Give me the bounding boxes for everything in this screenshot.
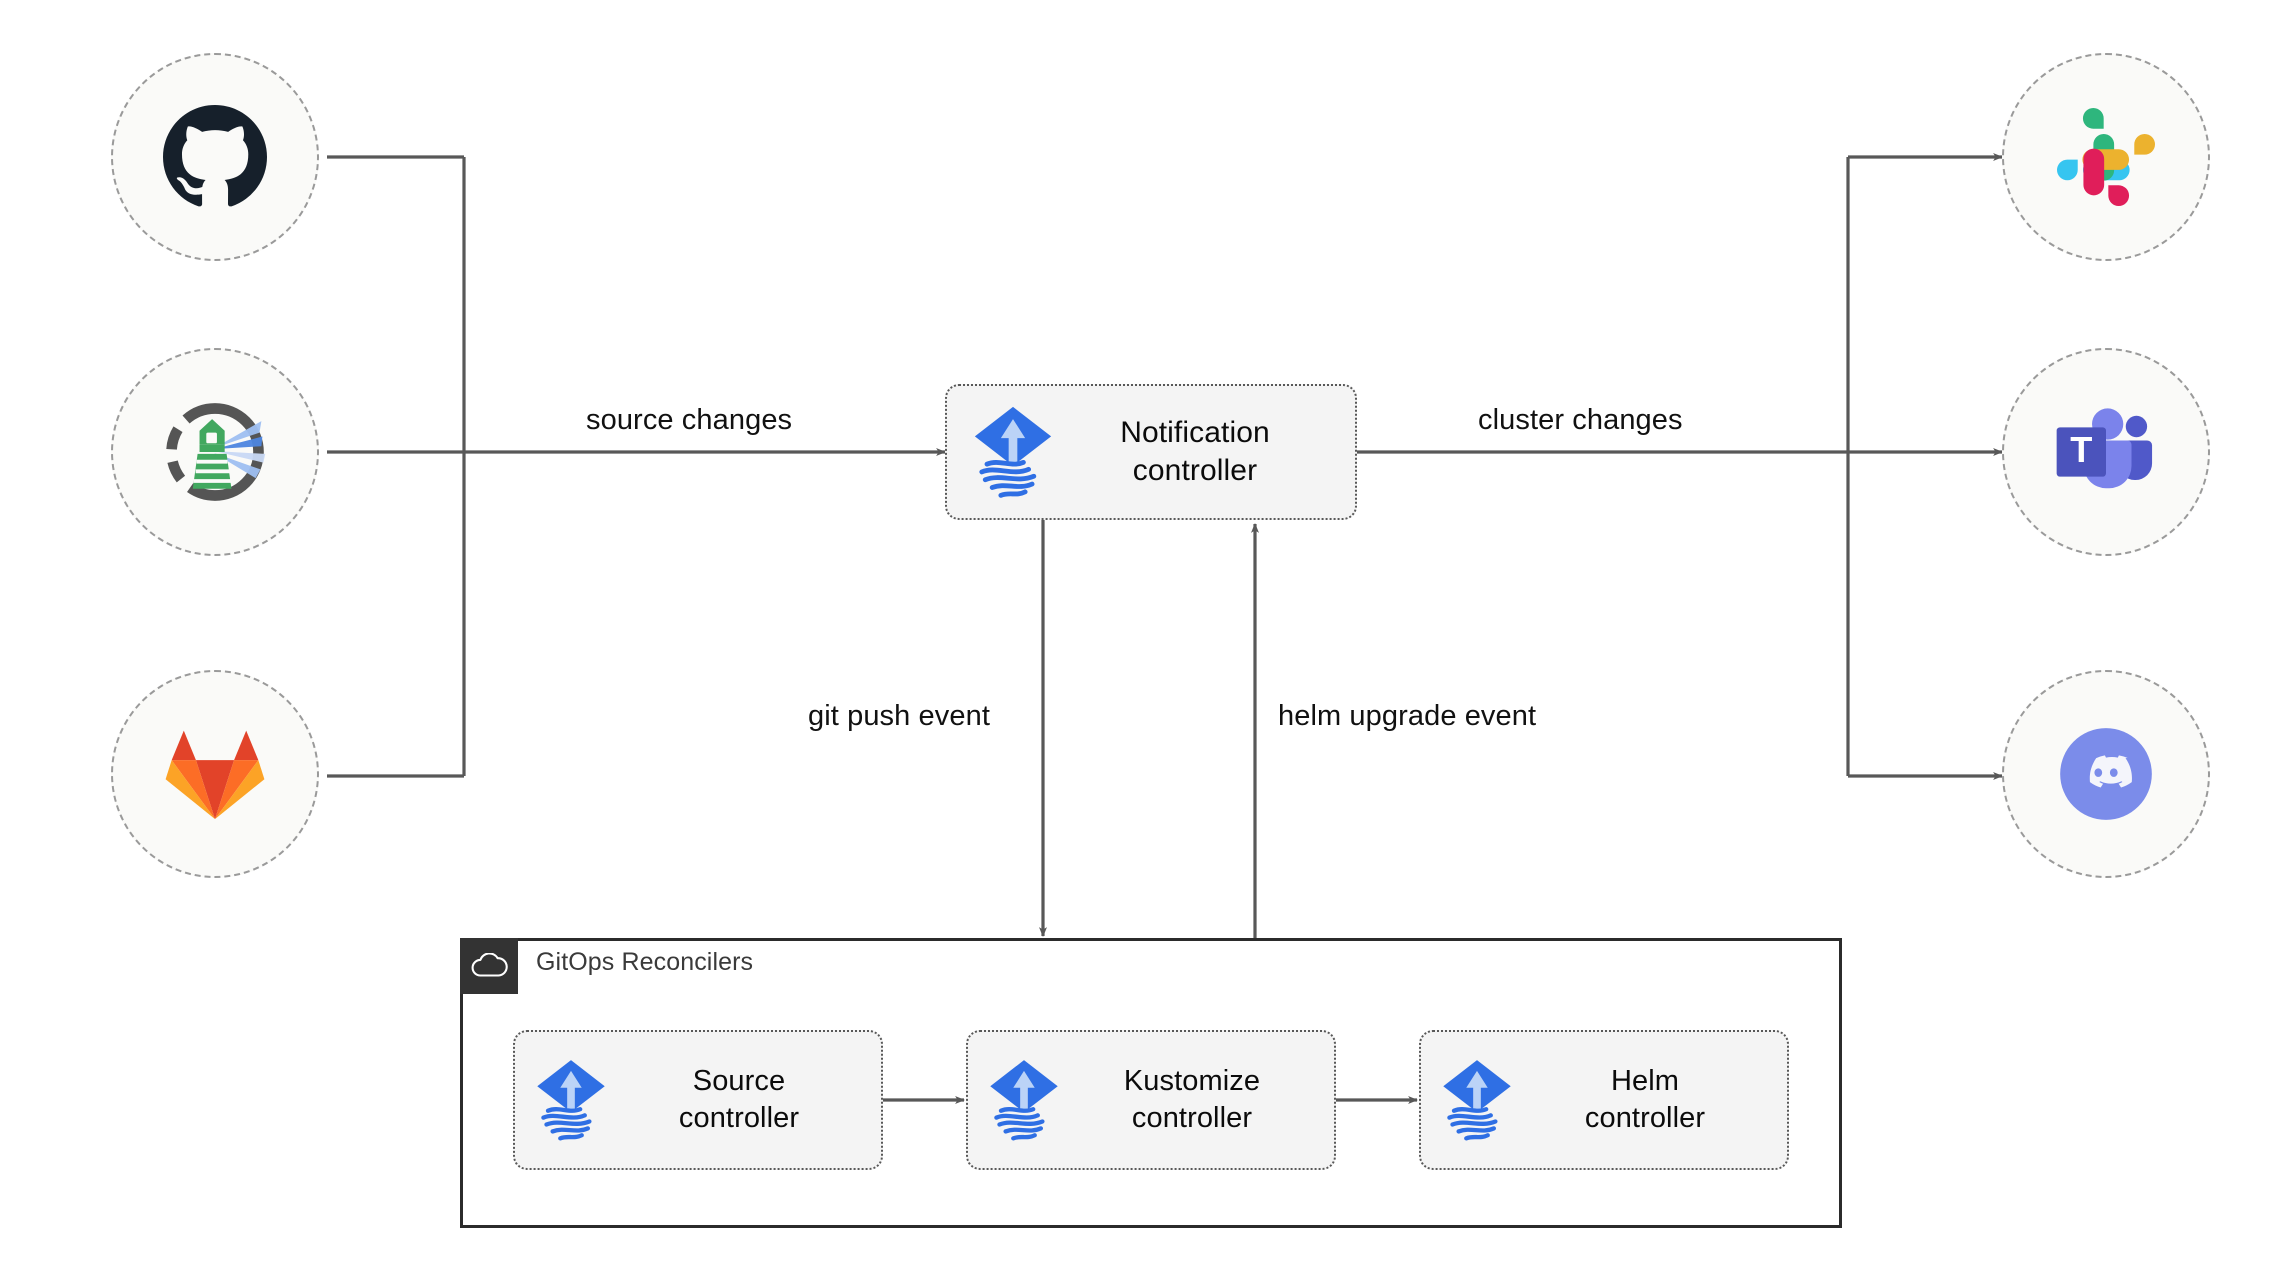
helm-controller-box[interactable]: Helm controller bbox=[1419, 1030, 1789, 1170]
github-icon bbox=[163, 105, 267, 209]
edge-label-cluster-changes: cluster changes bbox=[1470, 404, 1691, 437]
slack-icon bbox=[2057, 108, 2155, 206]
flux-controller-icon bbox=[961, 400, 1065, 504]
gitops-reconcilers-title: GitOps Reconcilers bbox=[536, 948, 754, 976]
gitops-reconcilers-header: GitOps Reconcilers bbox=[460, 938, 753, 994]
provider-node-discord[interactable] bbox=[2002, 670, 2210, 878]
source-node-gitlab[interactable] bbox=[111, 670, 319, 878]
kustomize-controller-label: Kustomize controller bbox=[1123, 1065, 1261, 1134]
source-node-github[interactable] bbox=[111, 53, 319, 261]
gitlab-icon bbox=[163, 722, 267, 826]
edge-label-source-changes: source changes bbox=[578, 404, 801, 437]
gitops-reconcilers-container bbox=[460, 938, 1842, 1228]
helm-controller-label: Helm controller bbox=[1584, 1065, 1706, 1134]
flux-controller-icon bbox=[978, 1054, 1070, 1146]
notification-controller-box[interactable]: Notification controller bbox=[945, 384, 1357, 520]
kustomize-controller-box[interactable]: Kustomize controller bbox=[966, 1030, 1336, 1170]
svg-text:T: T bbox=[2070, 429, 2092, 470]
source-controller-box[interactable]: Source controller bbox=[513, 1030, 883, 1170]
provider-node-slack[interactable] bbox=[2002, 53, 2210, 261]
discord-icon bbox=[2051, 719, 2161, 829]
cloud-icon bbox=[460, 938, 518, 994]
source-node-flux[interactable] bbox=[111, 348, 319, 556]
ms-teams-icon: T bbox=[2055, 404, 2157, 500]
edge-label-git-push-event: git push event bbox=[800, 700, 998, 733]
flux-lighthouse-icon bbox=[157, 394, 273, 510]
provider-node-teams[interactable]: T bbox=[2002, 348, 2210, 556]
flux-controller-icon bbox=[525, 1054, 617, 1146]
edge-label-helm-upgrade-event: helm upgrade event bbox=[1270, 700, 1545, 733]
notification-controller-label: Notification controller bbox=[1120, 416, 1270, 487]
source-controller-label: Source controller bbox=[678, 1065, 800, 1134]
flux-controller-icon bbox=[1431, 1054, 1523, 1146]
